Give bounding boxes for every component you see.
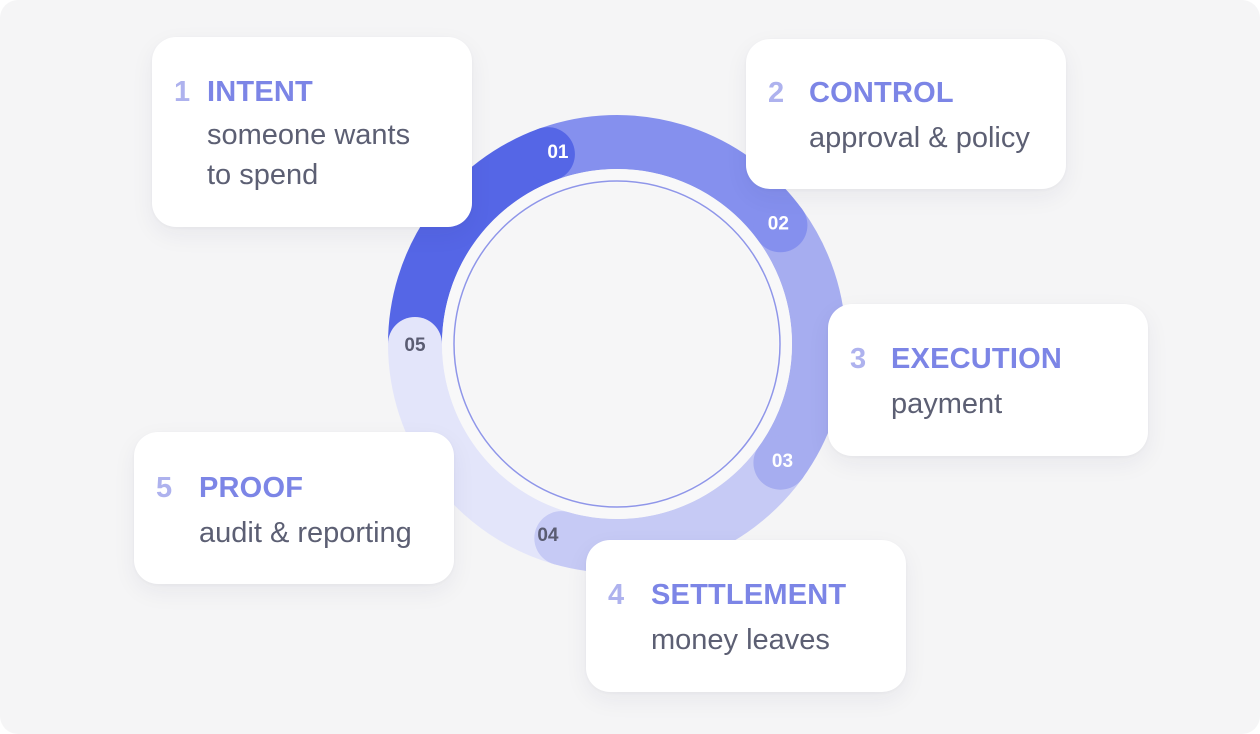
step-title: EXECUTION bbox=[891, 343, 1062, 375]
step-number: 4 bbox=[608, 579, 625, 611]
ring-segment-tab bbox=[753, 435, 808, 490]
ring-segment-tab bbox=[388, 317, 442, 371]
description-line: approval & policy bbox=[809, 122, 1030, 154]
description-line: money leaves bbox=[651, 624, 830, 656]
step-title: INTENT bbox=[207, 76, 313, 108]
description-line: to spend bbox=[207, 159, 319, 191]
step-description: approval & policy bbox=[809, 118, 1030, 158]
ring-segment-03 bbox=[758, 209, 846, 479]
step-description: audit & reporting bbox=[199, 513, 412, 553]
ring-segments bbox=[388, 115, 846, 573]
step-card-control: 2 CONTROL approval & policy bbox=[746, 39, 1066, 189]
ring-segment-tab bbox=[520, 127, 575, 182]
step-number: 1 bbox=[174, 76, 191, 108]
segment-label: 04 bbox=[537, 525, 559, 546]
step-description: money leaves bbox=[651, 620, 830, 660]
step-card-execution: 3 EXECUTION payment bbox=[828, 304, 1148, 456]
ring-segment-05 bbox=[388, 343, 570, 565]
step-title: PROOF bbox=[199, 472, 304, 504]
segment-label: 05 bbox=[404, 335, 426, 356]
step-card-proof: 5 PROOF audit & reporting bbox=[134, 432, 454, 584]
segment-label: 01 bbox=[547, 142, 569, 163]
description-line: someone wants bbox=[207, 119, 411, 151]
ring-segment-tab bbox=[534, 511, 589, 566]
ring-labels: 01 02 03 04 05 bbox=[404, 142, 793, 546]
segment-label: 02 bbox=[768, 213, 789, 234]
center-circle bbox=[456, 183, 778, 505]
step-description: payment bbox=[891, 384, 1002, 424]
step-title: CONTROL bbox=[809, 77, 954, 109]
step-number: 2 bbox=[768, 77, 785, 109]
segment-label: 03 bbox=[772, 451, 793, 472]
step-card-settlement: 4 SETTLEMENT money leaves bbox=[586, 540, 906, 692]
step-number: 3 bbox=[850, 343, 867, 375]
description-line: audit & reporting bbox=[199, 517, 412, 549]
step-title: SETTLEMENT bbox=[651, 579, 847, 611]
ring-segment-01 bbox=[388, 128, 558, 345]
step-card-intent: 1 INTENT someone wants to spend bbox=[152, 37, 472, 227]
ring-segment-tab bbox=[753, 198, 808, 253]
description-line: payment bbox=[891, 388, 1003, 420]
step-description: someone wants to spend bbox=[207, 115, 410, 195]
inner-circle-line bbox=[453, 180, 781, 508]
ring-segment-02 bbox=[538, 115, 803, 242]
step-number: 5 bbox=[156, 472, 173, 504]
